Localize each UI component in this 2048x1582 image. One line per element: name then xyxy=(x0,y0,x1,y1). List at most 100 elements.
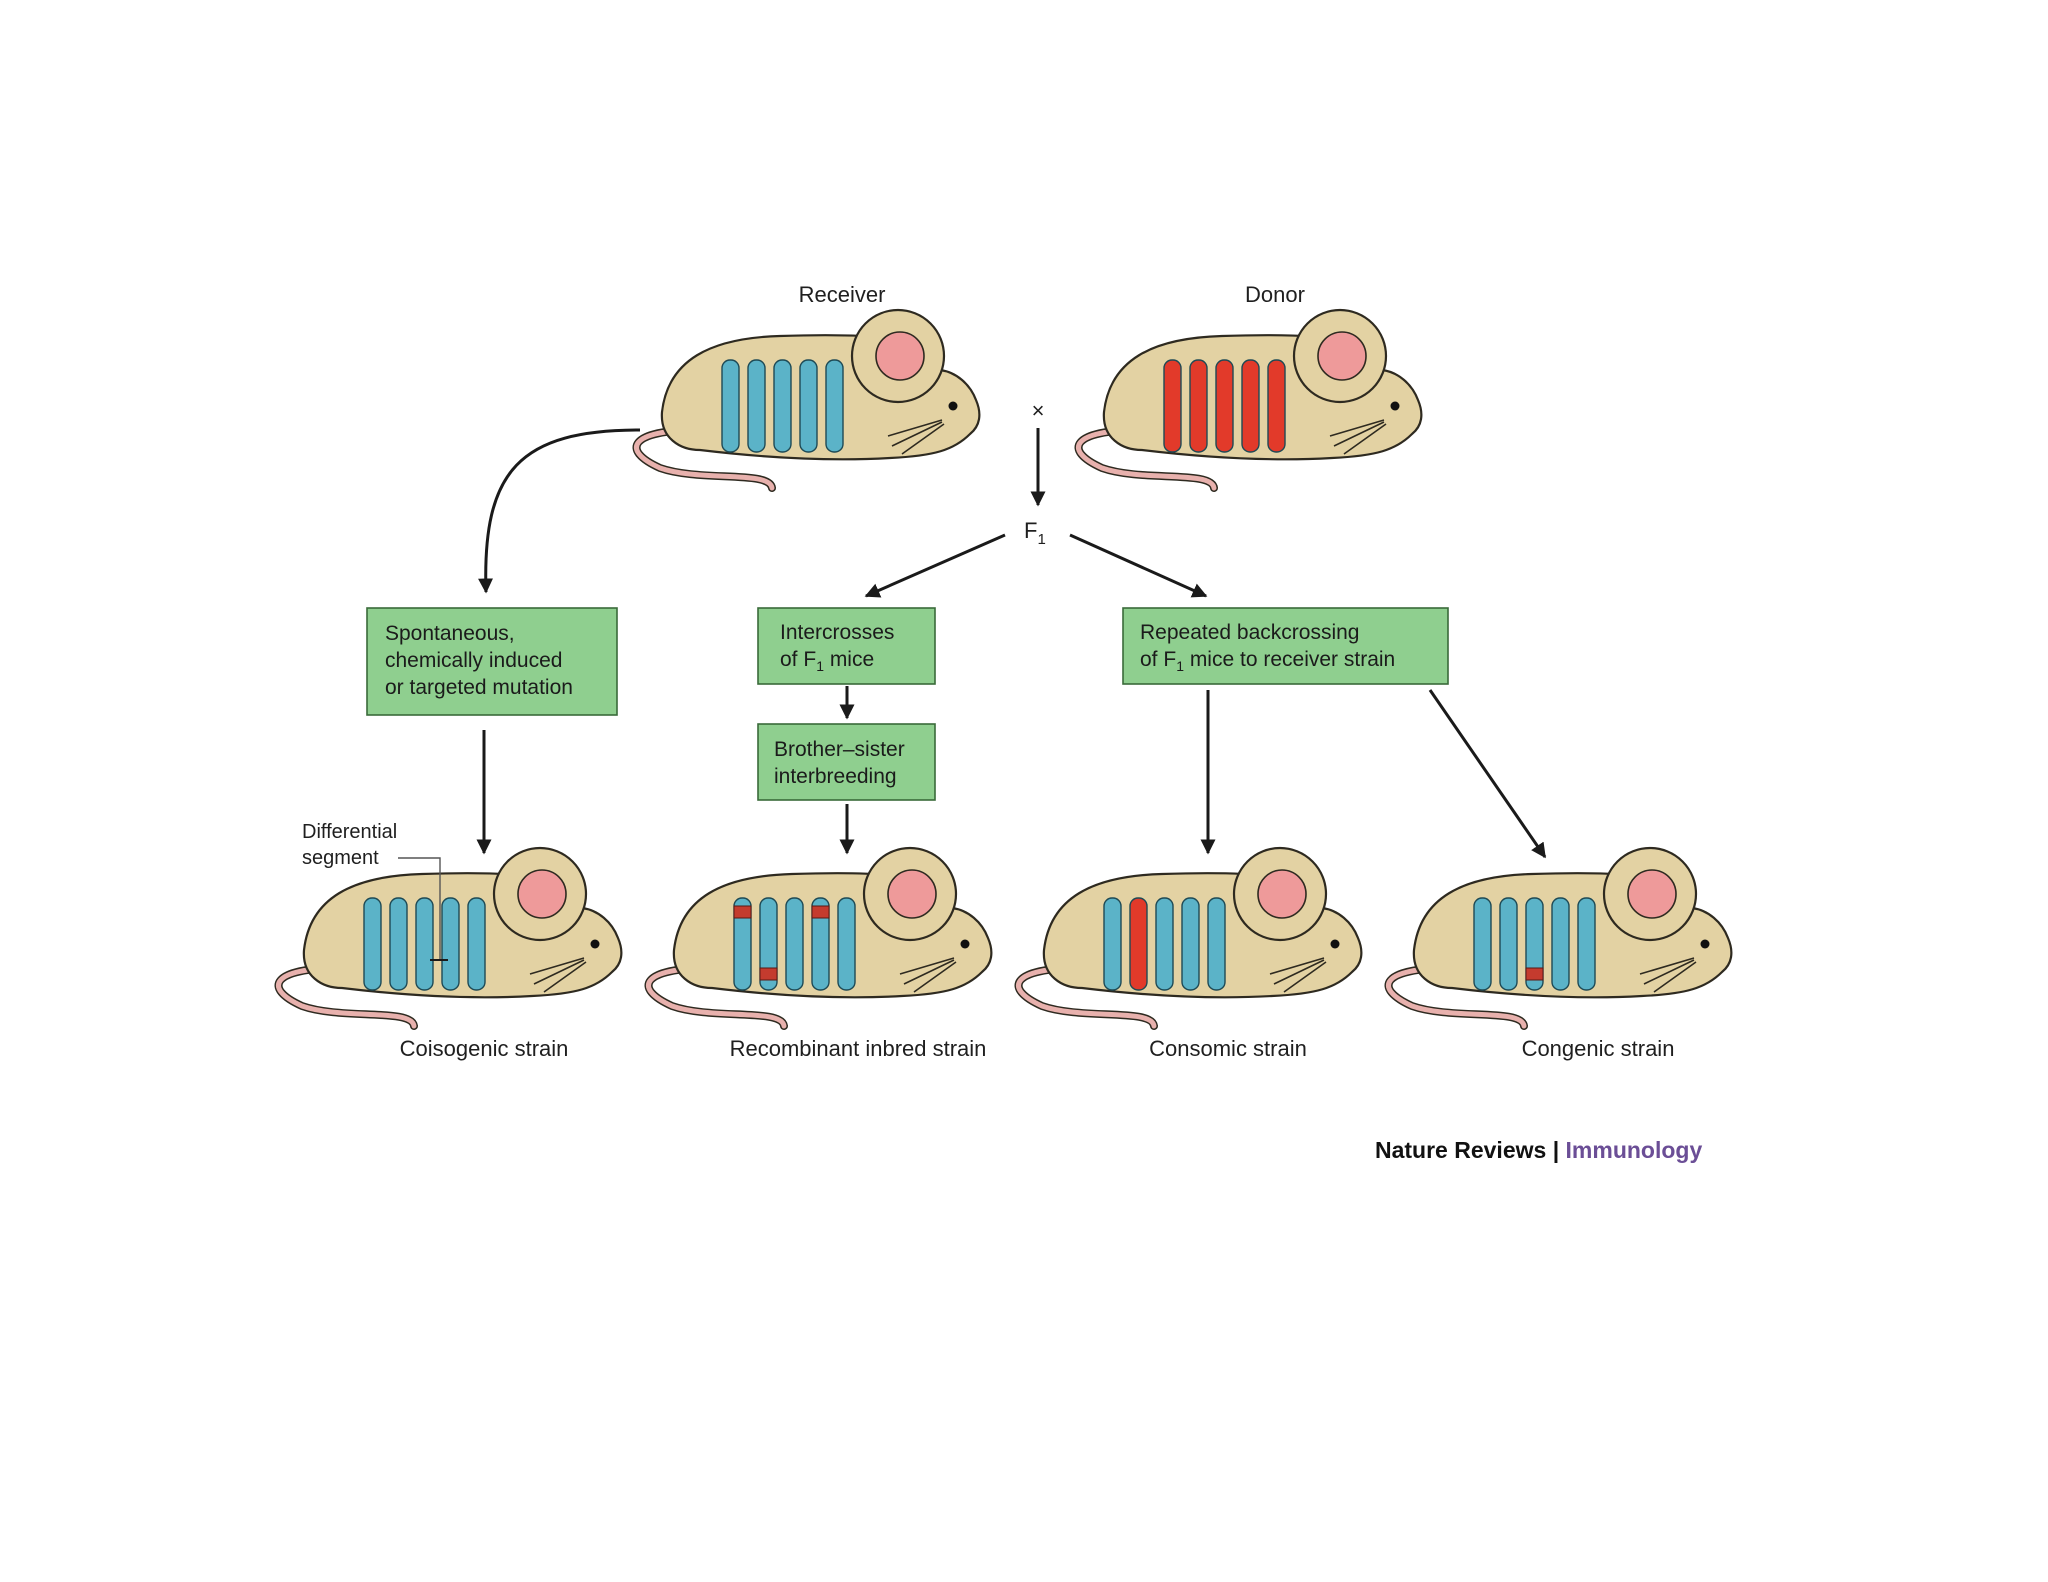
mouse-whiskers xyxy=(529,957,587,993)
chromosome xyxy=(467,897,486,991)
chromosome xyxy=(441,897,460,991)
chromosome-segment xyxy=(733,905,752,919)
differential-line-1: Differential xyxy=(302,821,397,843)
recombinant-label: Recombinant inbred strain xyxy=(730,1036,987,1061)
backcross-box xyxy=(1122,607,1449,685)
mouse-tail-inner xyxy=(1076,427,1217,491)
chromosome xyxy=(1103,897,1122,991)
mouse-ear-inner xyxy=(1257,869,1307,919)
mouse-tail-inner xyxy=(634,427,775,491)
mouse-tail-inner xyxy=(1386,965,1527,1029)
mouse-ear-inner xyxy=(1627,869,1677,919)
brother-sister-box xyxy=(757,723,936,801)
chromosome xyxy=(1207,897,1226,991)
chromosome xyxy=(1189,359,1208,453)
chromosome xyxy=(773,359,792,453)
donor-label: Donor xyxy=(1245,282,1305,307)
chromosome xyxy=(721,359,740,453)
congenic-label: Congenic strain xyxy=(1522,1036,1675,1061)
intercross-line-2-post: mice xyxy=(824,648,874,671)
mouse-tail-inner xyxy=(1016,965,1157,1029)
mutation-line-1: Spontaneous, xyxy=(385,622,515,645)
intercross-box-text: Intercrosses of F1 mice xyxy=(780,621,900,674)
backcross-line-2-post: mice to receiver strain xyxy=(1184,648,1395,671)
bs-line-1: Brother–sister xyxy=(774,738,905,761)
mouse-eye xyxy=(590,939,600,949)
mouse-eye xyxy=(948,401,958,411)
journal-credit: Nature Reviews | Immunology xyxy=(1375,1137,1702,1163)
credit-separator: | xyxy=(1546,1137,1565,1163)
mouse-tail-inner xyxy=(276,965,417,1029)
congenic-mouse xyxy=(1384,846,1733,1030)
receiver-mouse xyxy=(632,308,981,492)
differential-line-2: segment xyxy=(302,847,379,869)
chromosome xyxy=(759,897,778,991)
chromosome xyxy=(785,897,804,991)
mouse-whiskers xyxy=(1639,957,1697,993)
receiver-to-mutation-arrow xyxy=(478,428,641,594)
backcross-line-2-sub: 1 xyxy=(1176,658,1184,674)
chromosome-segment xyxy=(811,905,830,919)
mouse-tail-inner xyxy=(646,965,787,1029)
backcross-to-congenic-arrow xyxy=(1428,689,1547,859)
differential-segment-label: Differential segment xyxy=(302,821,403,869)
f1-base: F xyxy=(1024,518,1037,543)
chromosome xyxy=(415,897,434,991)
mouse-whiskers xyxy=(1269,957,1327,993)
mouse-whiskers xyxy=(899,957,957,993)
intercross-line-2-pre: of F xyxy=(780,648,816,671)
chromosome-segment xyxy=(1525,967,1544,981)
chromosome xyxy=(1181,897,1200,991)
differential-pointer xyxy=(398,857,441,960)
mouse-ear-inner xyxy=(1317,331,1367,381)
mutation-line-3: or targeted mutation xyxy=(385,676,573,699)
chromosome xyxy=(389,897,408,991)
chromosome xyxy=(825,359,844,453)
backcross-line-1: Repeated backcrossing xyxy=(1140,621,1359,644)
consomic-mouse xyxy=(1014,846,1363,1030)
mutation-box xyxy=(366,607,618,716)
chromosome xyxy=(1473,897,1492,991)
chromosome xyxy=(1267,359,1286,453)
recombinant-mouse xyxy=(644,846,993,1030)
chromosome xyxy=(1499,897,1518,991)
coisogenic-label: Coisogenic strain xyxy=(400,1036,569,1061)
consomic-label: Consomic strain xyxy=(1149,1036,1307,1061)
mouse-whiskers xyxy=(887,419,945,455)
chromosome xyxy=(1577,897,1596,991)
mouse-eye xyxy=(1330,939,1340,949)
f1-label: F1 xyxy=(1024,518,1046,548)
mouse-ear-inner xyxy=(517,869,567,919)
intercross-line-1: Intercrosses xyxy=(780,621,894,644)
chromosome xyxy=(1129,897,1148,991)
chromosome xyxy=(747,359,766,453)
mouse-eye xyxy=(1700,939,1710,949)
mouse-ear-inner xyxy=(887,869,937,919)
chromosome xyxy=(811,897,830,991)
cross-symbol: × xyxy=(1032,398,1045,423)
chromosome xyxy=(1163,359,1182,453)
f1-sub: 1 xyxy=(1037,531,1045,548)
intercross-box xyxy=(757,607,936,685)
bs-line-2: interbreeding xyxy=(774,765,897,788)
donor-mouse xyxy=(1074,308,1423,492)
mouse-whiskers xyxy=(1329,419,1387,455)
credit-section: Immunology xyxy=(1566,1137,1703,1163)
mouse-ear-inner xyxy=(875,331,925,381)
credit-journal: Nature Reviews xyxy=(1375,1137,1546,1163)
chromosome xyxy=(1551,897,1570,991)
f1-to-backcross-arrow xyxy=(1069,533,1208,598)
mutation-line-2: chemically induced xyxy=(385,649,562,672)
chromosome xyxy=(1241,359,1260,453)
backcross-box-text: Repeated backcrossing of F1 mice to rece… xyxy=(1140,621,1395,674)
chromosome xyxy=(799,359,818,453)
chromosome xyxy=(837,897,856,991)
mutation-box-text: Spontaneous, chemically induced or targe… xyxy=(385,622,573,699)
coisogenic-mouse xyxy=(274,846,623,1030)
intercross-line-2-sub: 1 xyxy=(816,658,824,674)
chromosome xyxy=(1155,897,1174,991)
mouse-eye xyxy=(1390,401,1400,411)
mouse-eye xyxy=(960,939,970,949)
backcross-line-2-pre: of F xyxy=(1140,648,1176,671)
